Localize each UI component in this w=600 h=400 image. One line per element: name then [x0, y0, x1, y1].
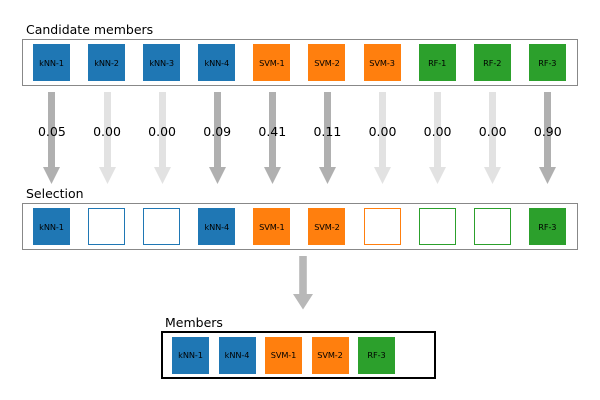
weight-label: 0.00 [93, 124, 121, 139]
candidate-cell-label: SVM-1 [259, 57, 285, 68]
member-cell-label: kNN-4 [224, 350, 250, 360]
weight-arrow [429, 92, 447, 184]
selection-cell-label: kNN-1 [39, 221, 64, 232]
candidate-cell[interactable]: kNN-1 [33, 44, 70, 81]
weight-arrow [98, 92, 116, 184]
weight-arrow [43, 92, 61, 184]
weight-arrow [484, 92, 502, 184]
selection-cell[interactable]: SVM-2 [308, 208, 346, 245]
selection-container: kNN-1 kNN-4 SVM-1 SVM-2 RF-3 [22, 203, 578, 250]
member-cell[interactable]: kNN-1 [172, 336, 209, 374]
weight-label: 0.90 [533, 124, 562, 139]
member-cell-label: kNN-1 [178, 350, 203, 360]
selection-cell[interactable]: kNN-4 [198, 208, 236, 245]
selection-cell[interactable] [363, 208, 401, 245]
candidate-cell[interactable]: RF-3 [528, 44, 566, 81]
weight-label: 0.11 [313, 124, 342, 139]
selection-cell[interactable]: kNN-1 [33, 208, 70, 245]
selection-caption: Selection [26, 186, 84, 201]
member-cell-label: SVM-2 [317, 350, 343, 360]
selection-cell[interactable] [473, 208, 511, 245]
selection-cell[interactable] [418, 208, 456, 245]
candidate-cell[interactable]: SVM-3 [363, 44, 401, 81]
weight-arrow [263, 92, 281, 184]
member-cell-label: SVM-1 [270, 350, 297, 360]
candidate-cell-label: kNN-2 [94, 57, 119, 68]
candidate-cell-label: kNN-3 [149, 57, 175, 68]
candidate-cell-label: SVM-2 [314, 57, 340, 68]
candidate-cell-label: kNN-4 [204, 57, 230, 68]
candidate-cell[interactable]: kNN-4 [198, 44, 236, 81]
candidate-cell[interactable]: kNN-2 [88, 44, 126, 81]
aggregation-arrow [292, 256, 314, 310]
members-row: kNN-1 kNN-4 SVM-1 SVM-2 RF-3 [163, 333, 434, 377]
weight-label: 0.00 [423, 124, 452, 139]
candidates-container: kNN-1 kNN-2 kNN-3 kNN-4 SVM-1 SVM-2 SVM-3 RF-1 R… [22, 39, 578, 86]
candidate-cell[interactable]: RF-1 [418, 44, 456, 81]
candidate-cell[interactable]: SVM-2 [308, 44, 346, 81]
candidate-cell[interactable]: SVM-1 [253, 44, 291, 81]
candidate-cell-label: RF-2 [483, 57, 502, 68]
selection-cell-label: SVM-1 [259, 221, 285, 232]
candidate-cell-label: RF-3 [538, 57, 557, 68]
candidate-cell-label: RF-1 [428, 57, 447, 68]
selection-row: kNN-1 kNN-4 SVM-1 SVM-2 RF-3 [23, 204, 577, 249]
selection-cell[interactable]: RF-3 [528, 208, 566, 245]
weight-label: 0.00 [368, 124, 397, 139]
members-container: kNN-1 kNN-4 SVM-1 SVM-2 RF-3 [161, 331, 436, 379]
weight-arrow [374, 92, 391, 184]
member-cell-label: RF-3 [367, 350, 386, 360]
candidates-caption: Candidate members [26, 22, 154, 37]
weight-label: 0.09 [203, 124, 232, 139]
candidates-row: kNN-1 kNN-2 kNN-3 kNN-4 SVM-1 SVM-2 SVM-3 RF-1 R… [23, 40, 577, 85]
weight-label: 0.41 [258, 124, 287, 139]
member-cell[interactable]: SVM-1 [265, 336, 302, 374]
weight-arrow [208, 92, 226, 184]
candidate-cell[interactable]: RF-2 [473, 44, 511, 81]
selection-cell[interactable]: SVM-1 [253, 208, 291, 245]
members-caption: Members [165, 315, 223, 330]
member-cell[interactable]: kNN-4 [218, 336, 256, 374]
candidate-cell-label: SVM-3 [369, 57, 395, 68]
weight-label: 0.05 [37, 124, 66, 139]
selection-cell[interactable] [88, 208, 126, 245]
weight-label: 0.00 [148, 124, 177, 139]
candidate-cell[interactable]: kNN-3 [143, 44, 181, 81]
selection-cell-label: SVM-2 [314, 221, 340, 232]
weight-arrow [539, 92, 557, 184]
weight-label: 0.00 [478, 124, 507, 139]
weight-arrow [318, 92, 336, 184]
selection-cell-label: kNN-4 [204, 221, 230, 232]
weight-arrow [153, 92, 171, 184]
selection-cell-label: RF-3 [538, 221, 557, 232]
candidate-cell-label: kNN-1 [39, 57, 64, 68]
selection-cell[interactable] [143, 208, 181, 245]
member-cell[interactable]: SVM-2 [311, 336, 349, 374]
member-cell[interactable]: RF-3 [358, 336, 395, 374]
